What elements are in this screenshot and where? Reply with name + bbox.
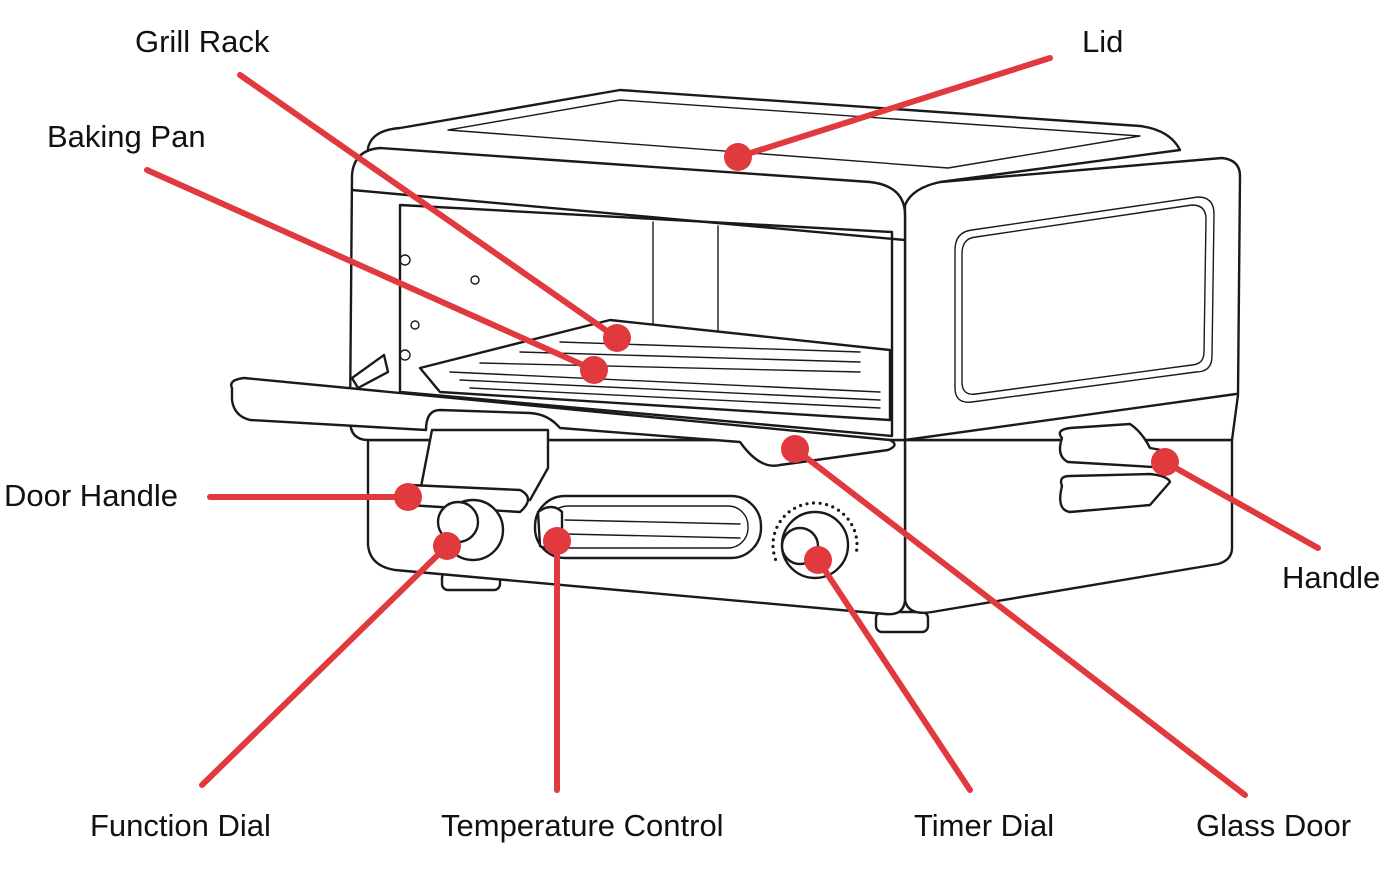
timer-tick [818, 501, 822, 505]
timer-tick [782, 514, 786, 519]
label-timer-dial: Timer Dial [914, 808, 1055, 843]
timer-tick [846, 517, 850, 521]
callout-layer [144, 55, 1321, 798]
callout-dot-baking-pan [580, 356, 608, 384]
timer-tick [831, 505, 835, 509]
timer-tick [775, 525, 779, 529]
callout-dot-handle [1151, 448, 1179, 476]
label-glass-door: Glass Door [1196, 808, 1352, 843]
callout-line-function-dial [199, 543, 450, 788]
label-baking-pan: Baking Pan [47, 119, 206, 154]
callout-dot-temperature-control [543, 527, 571, 555]
timer-tick [855, 548, 859, 552]
timer-tick [799, 503, 803, 508]
callout-dot-glass-door [781, 435, 809, 463]
timer-tick [793, 506, 797, 510]
callout-line-grill-rack [237, 72, 620, 341]
callout-line-glass-door [792, 446, 1248, 798]
timer-tick [852, 529, 857, 533]
timer-tick [771, 544, 775, 549]
label-grill-rack: Grill Rack [135, 24, 270, 59]
timer-tick [855, 541, 859, 546]
timer-tick [772, 551, 776, 555]
timer-tick [805, 502, 809, 506]
toaster-oven-drawing [230, 88, 1242, 634]
timer-tick [787, 510, 791, 514]
callout-line-handle [1162, 459, 1321, 551]
label-function-dial: Function Dial [90, 808, 271, 843]
timer-tick [850, 523, 854, 527]
callout-dot-lid [724, 143, 752, 171]
label-temperature-control: Temperature Control [441, 808, 724, 843]
label-door-handle: Door Handle [4, 478, 179, 513]
timer-tick [842, 512, 846, 516]
timer-dial-ticks [771, 501, 859, 562]
timer-tick [773, 557, 778, 562]
label-lid: Lid [1082, 24, 1124, 59]
callout-line-baking-pan [144, 167, 597, 373]
label-handle: Handle [1282, 560, 1381, 595]
callout-line-timer-dial [815, 557, 973, 793]
callout-dot-grill-rack [603, 324, 631, 352]
timer-tick [825, 503, 829, 507]
timer-tick [854, 535, 858, 539]
timer-tick [773, 531, 777, 536]
timer-tick [778, 519, 782, 524]
callout-dot-timer-dial [804, 546, 832, 574]
callout-dot-function-dial [433, 532, 461, 560]
callout-line-lid [735, 55, 1053, 160]
callout-dot-door-handle [394, 483, 422, 511]
timer-tick [811, 501, 816, 505]
timer-tick [836, 508, 841, 512]
timer-tick [771, 538, 775, 542]
